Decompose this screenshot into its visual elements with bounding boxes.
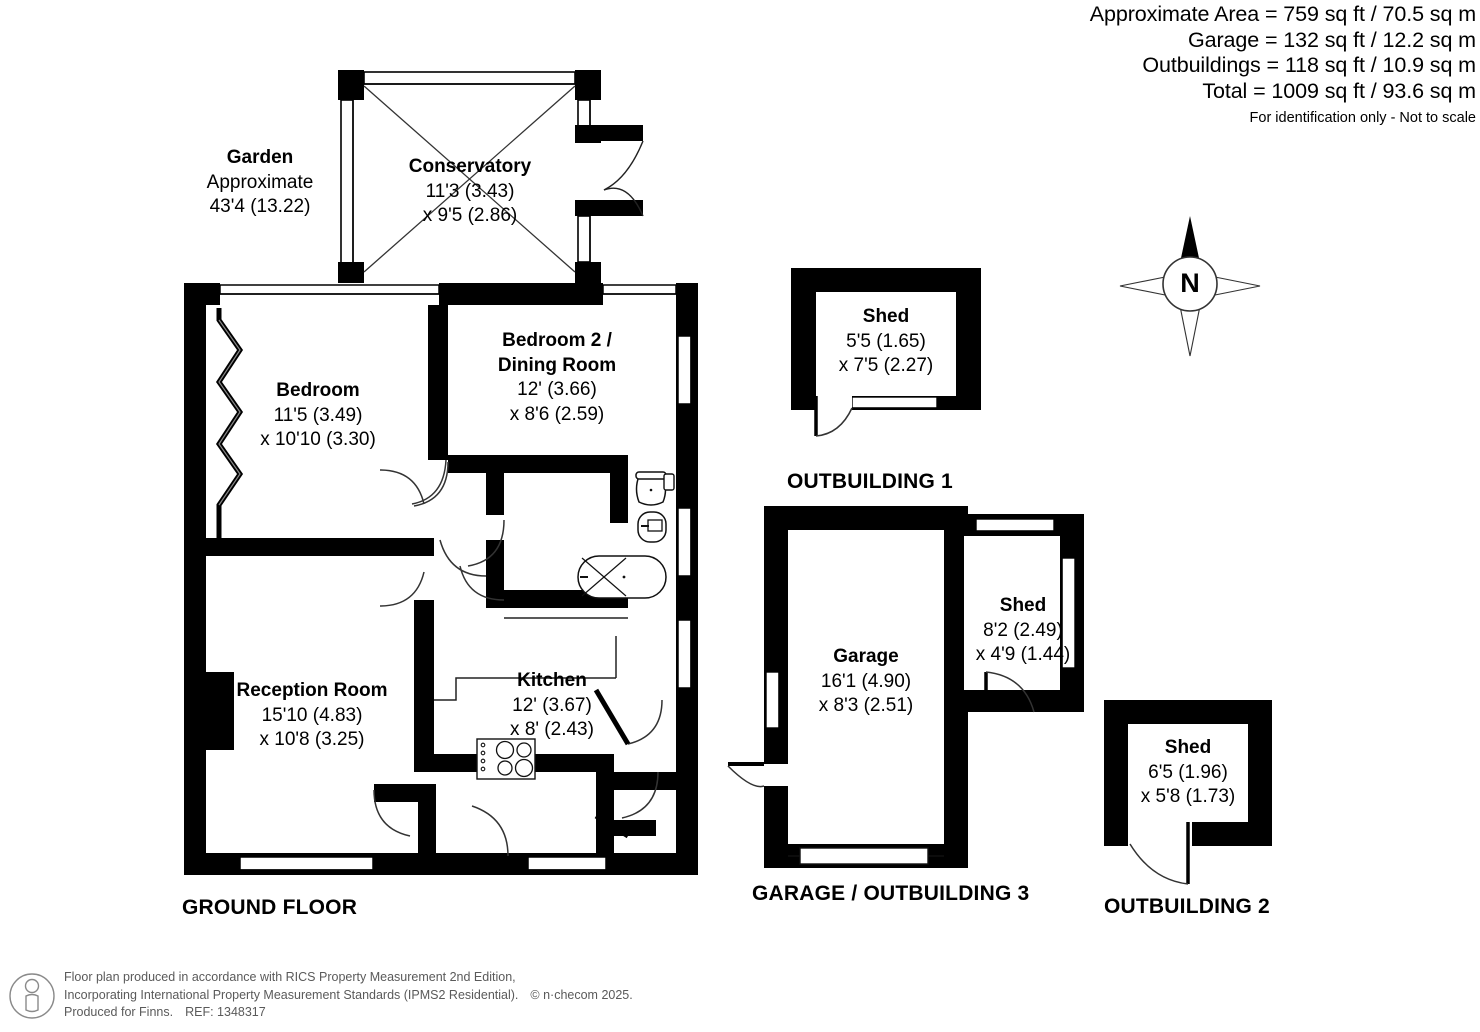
reception-dim2: x 10'8 (3.25) bbox=[259, 729, 365, 750]
room-label-shed-garage-side: Shed 8'2 (2.49) x 4'9 (1.44) bbox=[928, 594, 1118, 668]
footer-line-3: Produced for Finns. REF: 1348317 bbox=[64, 1004, 633, 1022]
garden-dim: 43'4 (13.22) bbox=[209, 196, 311, 217]
area-disclaimer: For identification only - Not to scale bbox=[1249, 110, 1476, 126]
footer: Floor plan produced in accordance with R… bbox=[8, 965, 708, 1027]
footer-ref: REF: 1348317 bbox=[185, 1005, 266, 1019]
conservatory-dim1: 11'3 (3.43) bbox=[425, 180, 515, 202]
conservatory-structure bbox=[338, 70, 644, 290]
room-label-bedroom-2-dining: Bedroom 2 / Dining Room 12' (3.66) x 8'6… bbox=[457, 329, 657, 427]
shed2-dim2: x 5'8 (1.73) bbox=[1140, 786, 1236, 807]
ipms-person-logo bbox=[9, 973, 55, 1019]
garage-shed-structure bbox=[964, 514, 1084, 713]
shed1-dim1: 5'5 (1.65) bbox=[846, 330, 926, 352]
caption-ground-floor: GROUND FLOOR bbox=[182, 896, 358, 919]
compass-north-letter: N bbox=[1180, 268, 1200, 298]
room-label-bedroom: Bedroom 11'5 (3.49) x 10'10 (3.30) bbox=[218, 379, 418, 453]
area-line-total: Total = 1009 sq ft / 93.6 sq m bbox=[1202, 78, 1476, 103]
bathroom-fixtures bbox=[577, 471, 675, 599]
room-label-kitchen: Kitchen 12' (3.67) x 8' (2.43) bbox=[462, 669, 642, 743]
shed1-dim2: x 7'5 (2.27) bbox=[838, 355, 934, 376]
conservatory-name: Conservatory bbox=[408, 156, 532, 177]
garage-name: Garage bbox=[833, 646, 899, 667]
bath-icon bbox=[577, 555, 667, 599]
room-label-garden: Garden Approximate 43'4 (13.22) bbox=[180, 146, 340, 220]
bedroom2-name-line1: Bedroom 2 / bbox=[502, 330, 612, 351]
room-label-shed-outbuilding-1: Shed 5'5 (1.65) x 7'5 (2.27) bbox=[796, 305, 976, 379]
kitchen-dim1: 12' (3.67) bbox=[512, 694, 592, 716]
shed2-name: Shed bbox=[1164, 737, 1212, 758]
area-line-outbuildings: Outbuildings = 118 sq ft / 10.9 sq m bbox=[1142, 53, 1476, 77]
shed1-name: Shed bbox=[862, 306, 910, 327]
compass-rose-graphic bbox=[1119, 216, 1261, 357]
area-line-garage: Garage = 132 sq ft / 12.2 sq m bbox=[1187, 27, 1476, 52]
caption-outbuilding-2: OUTBUILDING 2 bbox=[1104, 895, 1270, 918]
footer-line-1: Floor plan produced in accordance with R… bbox=[64, 970, 516, 984]
bedroom-dim1: 11'5 (3.49) bbox=[273, 404, 363, 426]
shed3-dim1: 8'2 (2.49) bbox=[983, 619, 1063, 641]
basin-icon bbox=[637, 511, 667, 543]
hob-icon bbox=[476, 738, 536, 780]
shed3-dim2: x 4'9 (1.44) bbox=[975, 644, 1071, 665]
bedroom-dim2: x 10'10 (3.30) bbox=[260, 429, 376, 450]
caption-garage-outbuilding-3: GARAGE / OUTBUILDING 3 bbox=[752, 882, 1030, 905]
bedroom-name: Bedroom bbox=[276, 380, 360, 401]
outbuilding-2-structure bbox=[1104, 700, 1272, 885]
door-leaves bbox=[593, 688, 631, 839]
garage-dim2: x 8'3 (2.51) bbox=[818, 695, 914, 716]
bedroom-bay-zigzag bbox=[215, 308, 244, 538]
bedroom2-name-line2: Dining Room bbox=[497, 354, 617, 376]
footer-text: Floor plan produced in accordance with R… bbox=[64, 969, 633, 1022]
shed2-dim1: 6'5 (1.96) bbox=[1148, 761, 1228, 783]
wc-icon bbox=[635, 471, 675, 506]
bedroom2-dim2: x 8'6 (2.59) bbox=[509, 403, 605, 425]
chimney-breast bbox=[206, 672, 234, 750]
footer-line-2: Incorporating International Property Mea… bbox=[64, 987, 633, 1005]
garden-name: Garden bbox=[226, 147, 294, 168]
area-summary: Approximate Area = 759 sq ft / 70.5 sq m… bbox=[1006, 2, 1476, 129]
footer-produced-for: Produced for Finns. bbox=[64, 1005, 174, 1019]
kitchen-dim2: x 8' (2.43) bbox=[510, 719, 594, 740]
kitchen-fittings bbox=[434, 617, 628, 780]
footer-line-2a: Incorporating International Property Mea… bbox=[64, 987, 519, 1002]
room-label-reception-room: Reception Room 15'10 (4.83) x 10'8 (3.25… bbox=[212, 679, 412, 753]
bedroom2-dim1: 12' (3.66) bbox=[517, 379, 597, 400]
compass-rose: N bbox=[1117, 212, 1263, 358]
caption-outbuilding-1: OUTBUILDING 1 bbox=[787, 470, 953, 493]
reception-name: Reception Room bbox=[236, 680, 388, 701]
room-label-conservatory: Conservatory 11'3 (3.43) x 9'5 (2.86) bbox=[360, 155, 580, 229]
garage-dim1: 16'1 (4.90) bbox=[820, 670, 912, 692]
footer-copyright: © n·checom 2025. bbox=[530, 987, 633, 1002]
right-wall-windows bbox=[677, 335, 692, 689]
garage-structure bbox=[727, 506, 968, 868]
area-line-approximate: Approximate Area = 759 sq ft / 70.5 sq m bbox=[1089, 2, 1476, 26]
door-swings bbox=[373, 459, 663, 857]
outbuilding-1-structure bbox=[791, 268, 981, 437]
garden-sub: Approximate bbox=[206, 171, 314, 193]
conservatory-dim2: x 9'5 (2.86) bbox=[422, 205, 518, 226]
room-label-garage: Garage 16'1 (4.90) x 8'3 (2.51) bbox=[776, 645, 956, 719]
kitchen-name: Kitchen bbox=[517, 670, 587, 691]
reception-dim1: 15'10 (4.83) bbox=[261, 704, 363, 726]
bottom-wall-windows bbox=[239, 856, 607, 871]
shed3-name: Shed bbox=[999, 595, 1047, 616]
room-label-shed-outbuilding-2: Shed 6'5 (1.96) x 5'8 (1.73) bbox=[1098, 736, 1278, 810]
